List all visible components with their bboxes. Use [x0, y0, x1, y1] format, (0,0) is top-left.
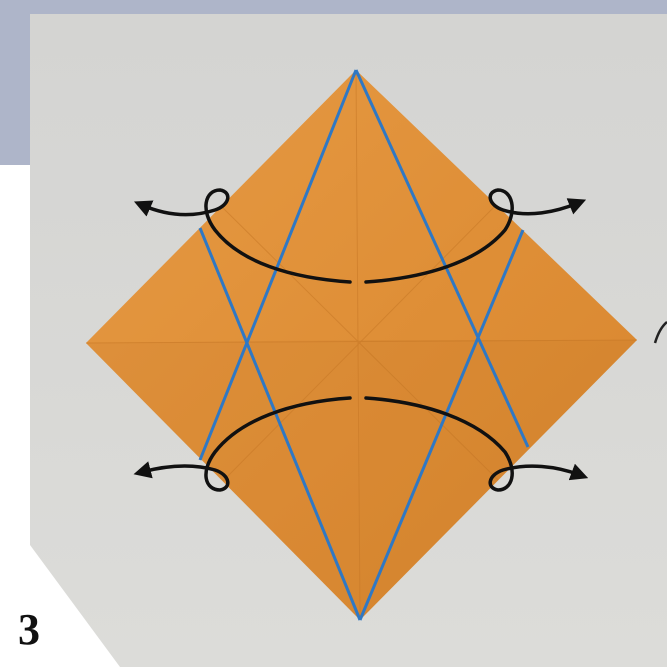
- step-number: 3: [18, 608, 40, 652]
- frame-left: [0, 0, 30, 165]
- frame-top: [0, 0, 667, 14]
